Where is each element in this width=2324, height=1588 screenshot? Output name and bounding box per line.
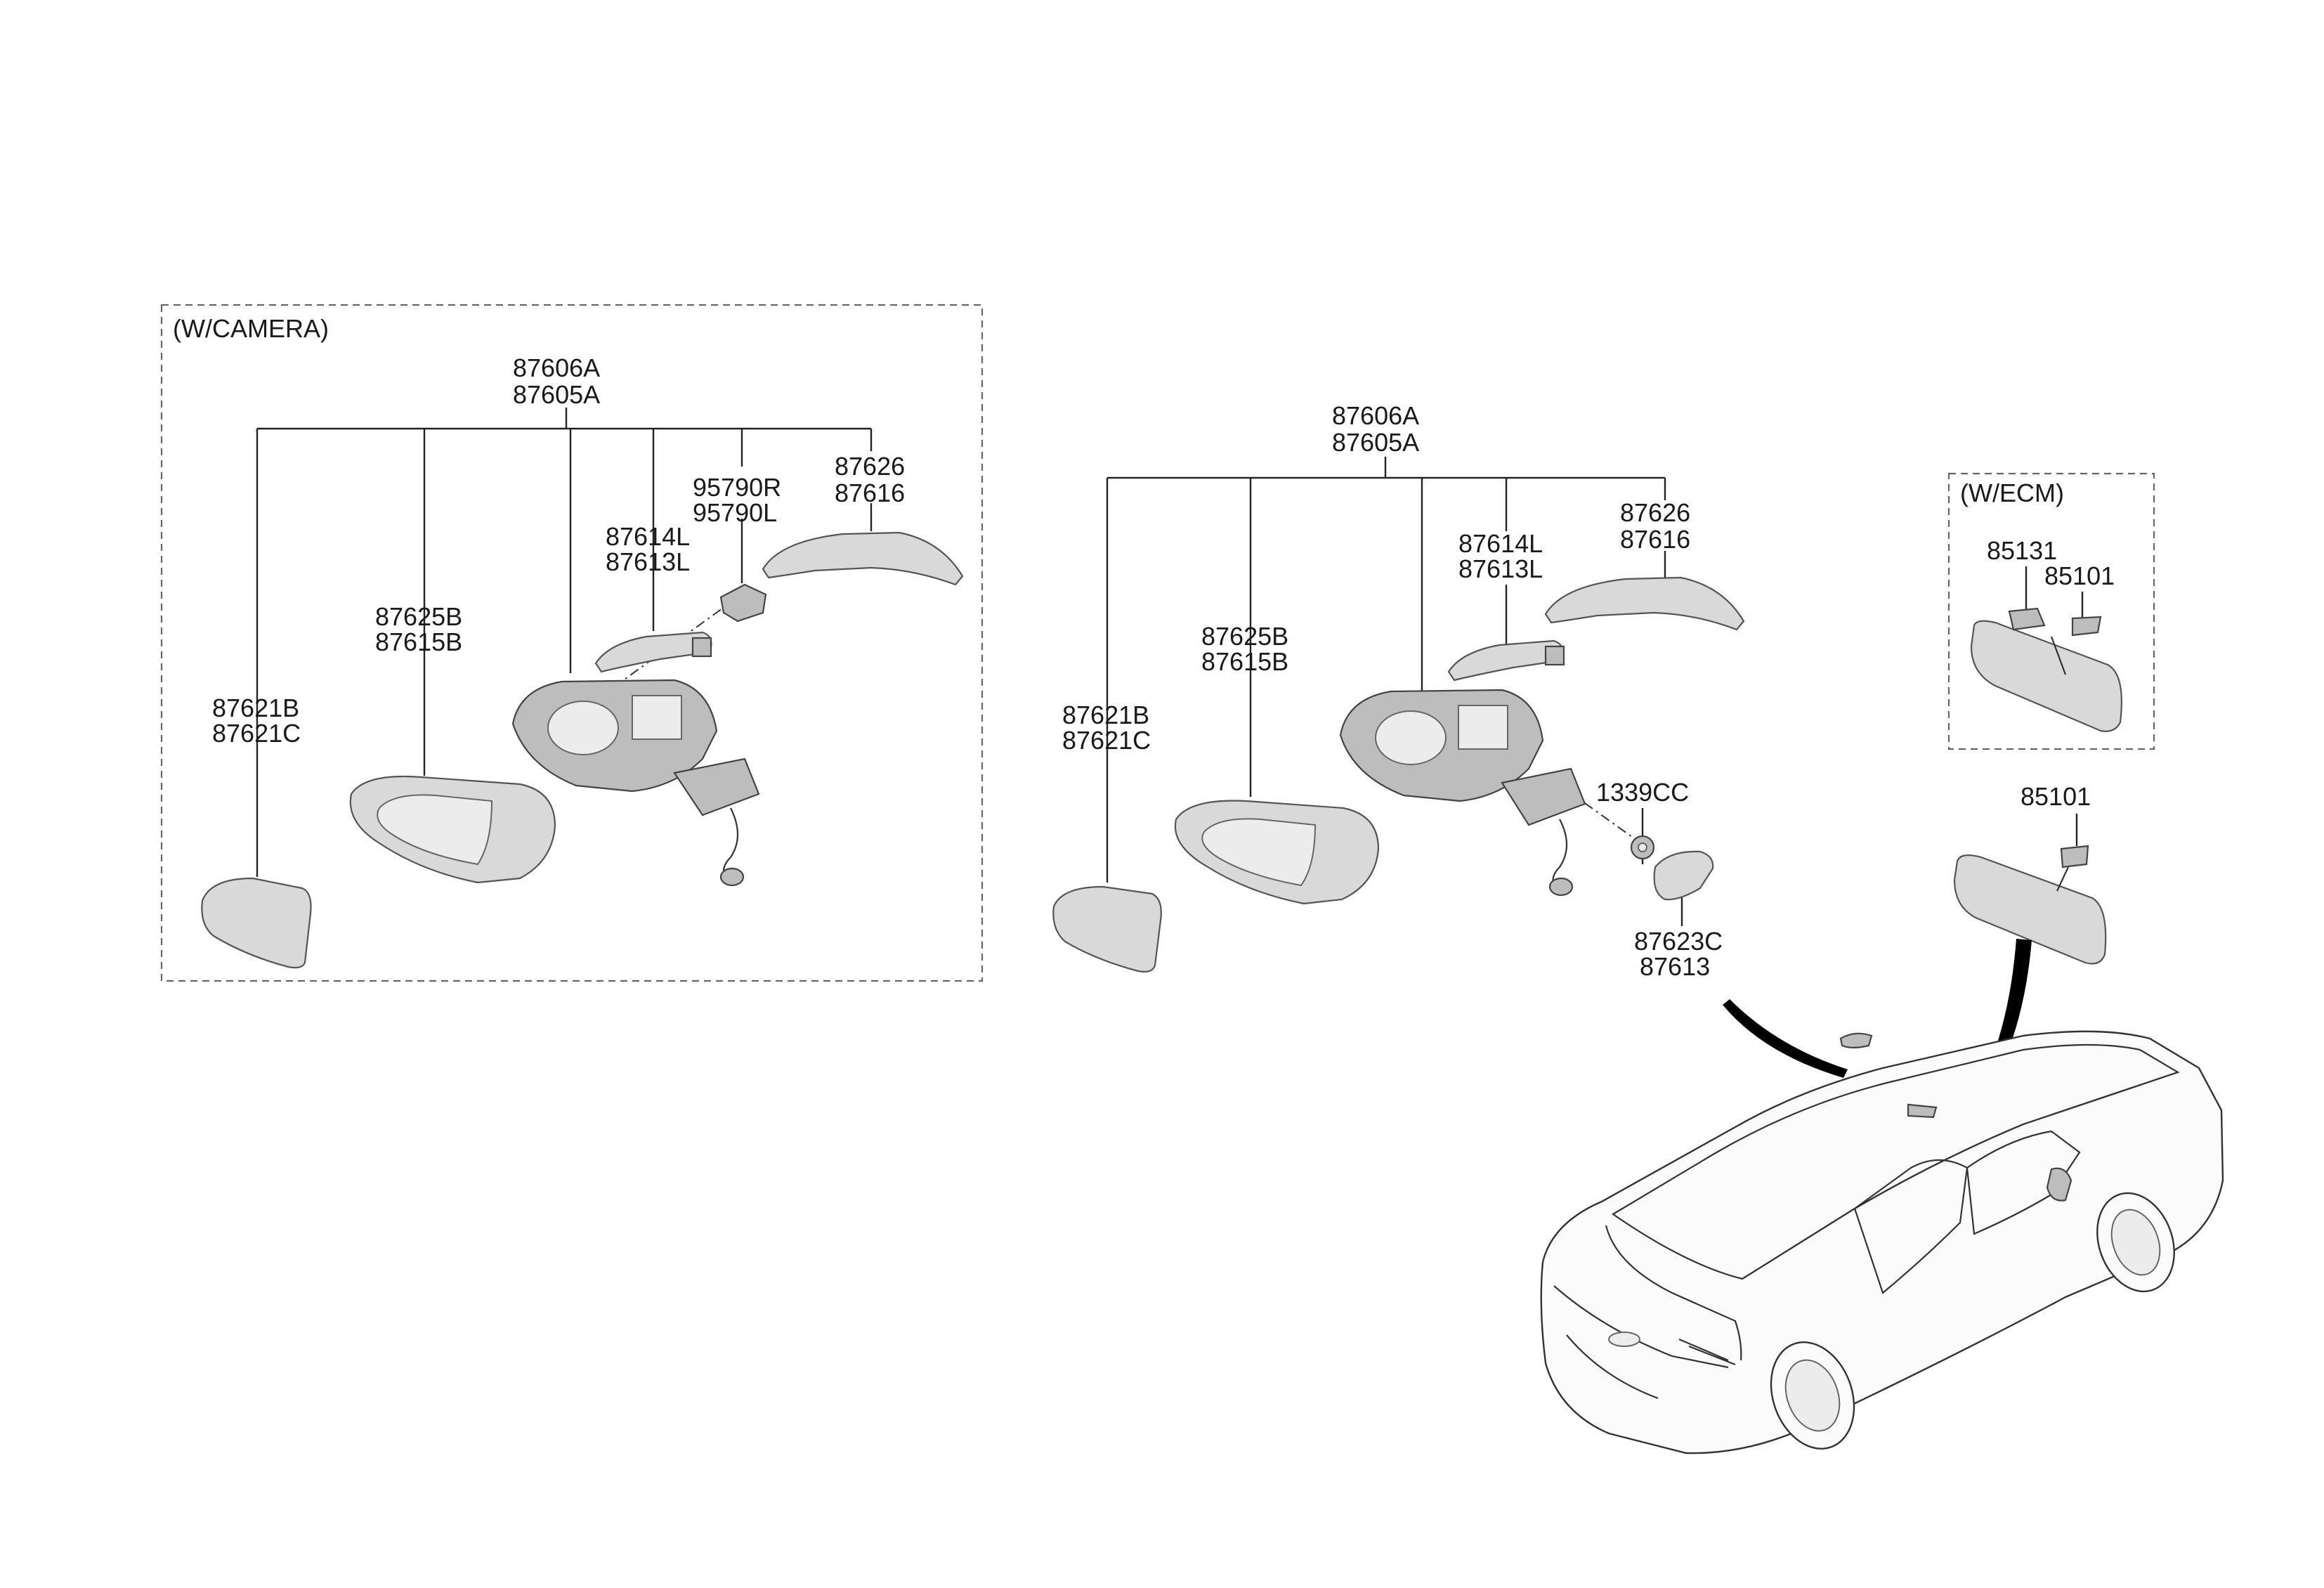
cam-camera-unit <box>719 583 767 623</box>
std-turn-lamp <box>1447 639 1565 682</box>
cam-camera-label-2: 95790L <box>693 498 777 527</box>
std-assy-label-1: 87606A <box>1332 401 1419 430</box>
camera-group-title: (W/CAMERA) <box>173 314 329 343</box>
cam-housing-label-2: 87615B <box>375 627 462 656</box>
std-housing-label-1: 87625B <box>1201 622 1288 651</box>
arrow-to-inside-mirror <box>1974 939 2032 1105</box>
std-mirror-body <box>1339 689 1586 897</box>
cam-cover-label-2: 87616 <box>835 479 905 507</box>
arrow-to-door-mirror <box>1723 999 1848 1078</box>
std-cover-label-2: 87616 <box>1620 525 1690 554</box>
cam-turn-lamp <box>594 631 712 673</box>
std-mirror-glass <box>1052 885 1162 973</box>
cam-scalp-cover <box>762 531 964 586</box>
screw-label: 1339CC <box>1596 778 1689 807</box>
puddle-lamp-label-1: 87623C <box>1634 927 1723 956</box>
inside-mirror-part <box>1953 845 2107 965</box>
std-lamp-label-1: 87614L <box>1458 529 1543 558</box>
cam-lamp-label-2: 87613L <box>606 547 690 576</box>
ecm-group-box <box>1947 472 2155 750</box>
cam-lamp-label-1: 87614L <box>606 522 690 551</box>
ecm-cover-label: 85131 <box>1987 536 2057 565</box>
cam-assy-label-2: 87605A <box>513 380 600 409</box>
inside-mirror-group: 85101 <box>1953 782 2107 965</box>
cam-mirror-housing <box>349 775 556 884</box>
cam-mirror-body <box>511 679 760 887</box>
camera-group: (W/CAMERA) 87606A 87605A 87626 87616 957… <box>160 304 984 982</box>
std-glass-label-1: 87621B <box>1062 701 1149 729</box>
ecm-mirror-part <box>1970 607 2122 732</box>
cam-camera-label-1: 95790R <box>693 473 781 502</box>
std-lamp-label-2: 87613L <box>1458 554 1543 583</box>
screw-part <box>1630 835 1655 860</box>
puddle-lamp-part <box>1653 850 1714 901</box>
std-glass-label-2: 87621C <box>1062 726 1151 755</box>
std-mirror-housing <box>1174 800 1380 905</box>
std-cover-label-1: 87626 <box>1620 498 1690 527</box>
ecm-group: (W/ECM) 85131 85101 <box>1947 472 2155 750</box>
ecm-mirror-label: 85101 <box>2044 561 2115 590</box>
cam-housing-label-1: 87625B <box>375 602 462 631</box>
std-housing-label-2: 87615B <box>1201 647 1288 676</box>
cam-mirror-glass <box>201 877 312 969</box>
cam-glass-label-2: 87621C <box>212 719 301 748</box>
location-arrows <box>1723 939 2032 1105</box>
std-scalp-cover <box>1544 576 1745 631</box>
ecm-group-title: (W/ECM) <box>1960 479 2064 507</box>
puddle-lamp-label-2: 87613 <box>1640 952 1710 981</box>
car-illustration <box>1540 1030 2224 1454</box>
standard-group: 87606A 87605A 87626 87616 87614L 87613L … <box>1052 401 1745 981</box>
cam-cover-label-1: 87626 <box>835 452 905 481</box>
cam-assy-label-1: 87606A <box>513 353 600 382</box>
camera-leader-lines <box>256 408 873 877</box>
std-assy-label-2: 87605A <box>1332 428 1419 457</box>
camera-group-box <box>160 304 984 982</box>
inside-mirror-label: 85101 <box>2021 782 2091 811</box>
cam-glass-label-1: 87621B <box>212 694 299 722</box>
